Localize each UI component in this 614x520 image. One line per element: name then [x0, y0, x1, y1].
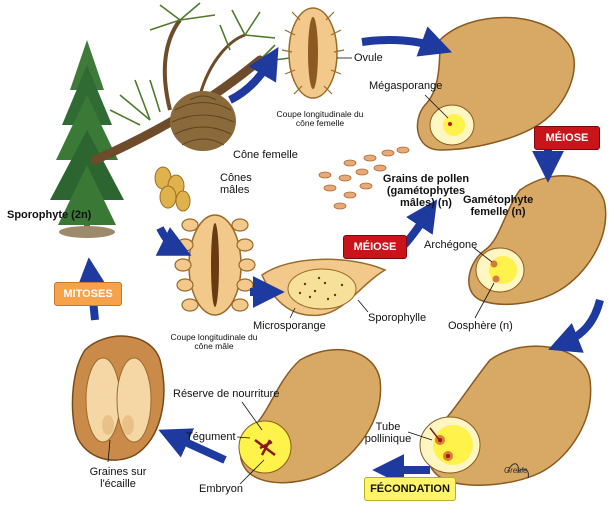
label-cone-femelle: Cône femelle: [233, 149, 298, 161]
pollen-grains: [318, 146, 410, 210]
male-cone-section: [174, 214, 256, 316]
male-cones: [154, 166, 191, 212]
label-microsporange: Microsporange: [253, 320, 326, 332]
sporophyte-tree: [50, 40, 124, 238]
label-signature: Gresle: [504, 466, 528, 475]
seed-embryo: [236, 348, 382, 485]
badge-meiose-mid: MÉIOSE: [343, 235, 407, 259]
label-megasporange: Mégasporange: [369, 80, 443, 92]
badge-mitoses: MITOSES: [54, 282, 122, 306]
label-tegument: Tégument: [186, 431, 236, 443]
female-gametophyte: [468, 175, 607, 319]
megasporangium-ovule: [416, 16, 575, 151]
label-embryon: Embryon: [199, 483, 244, 495]
label-sporophyte: Sporophyte (2n): [7, 209, 92, 221]
label-reserve: Réserve de nourriture: [173, 388, 280, 400]
label-archegone: Archégone: [424, 239, 478, 251]
label-coupe-male: Coupe longitudinale du cône mâle: [170, 332, 258, 351]
fertilization-ovule: [407, 345, 592, 486]
label-oosphere: Oosphère (n): [448, 320, 513, 332]
label-cones-males: Cônes mâles: [220, 172, 252, 196]
signature-scribble: [507, 463, 529, 479]
label-gametophyte-femelle: Gamétophyte femelle (n): [463, 194, 534, 218]
label-graines: Graines sur l'écaille: [89, 466, 147, 490]
label-sporophylle: Sporophylle: [368, 312, 427, 324]
label-tube-pollinique: Tube pollinique: [364, 421, 412, 445]
microsporangium: [261, 258, 387, 319]
female-cone-section: [281, 7, 352, 99]
female-cone: [170, 91, 236, 151]
label-ovule: Ovule: [354, 52, 383, 64]
badge-meiose-top: MÉIOSE: [534, 126, 600, 150]
label-coupe-femelle: Coupe longitudinale du cône femelle: [276, 109, 364, 128]
seeds-on-scale: [71, 335, 165, 463]
badge-fecondation: FÉCONDATION: [364, 477, 456, 501]
label-grains-pollen: Grains de pollen (gamétophytes mâles) (n…: [382, 173, 470, 209]
